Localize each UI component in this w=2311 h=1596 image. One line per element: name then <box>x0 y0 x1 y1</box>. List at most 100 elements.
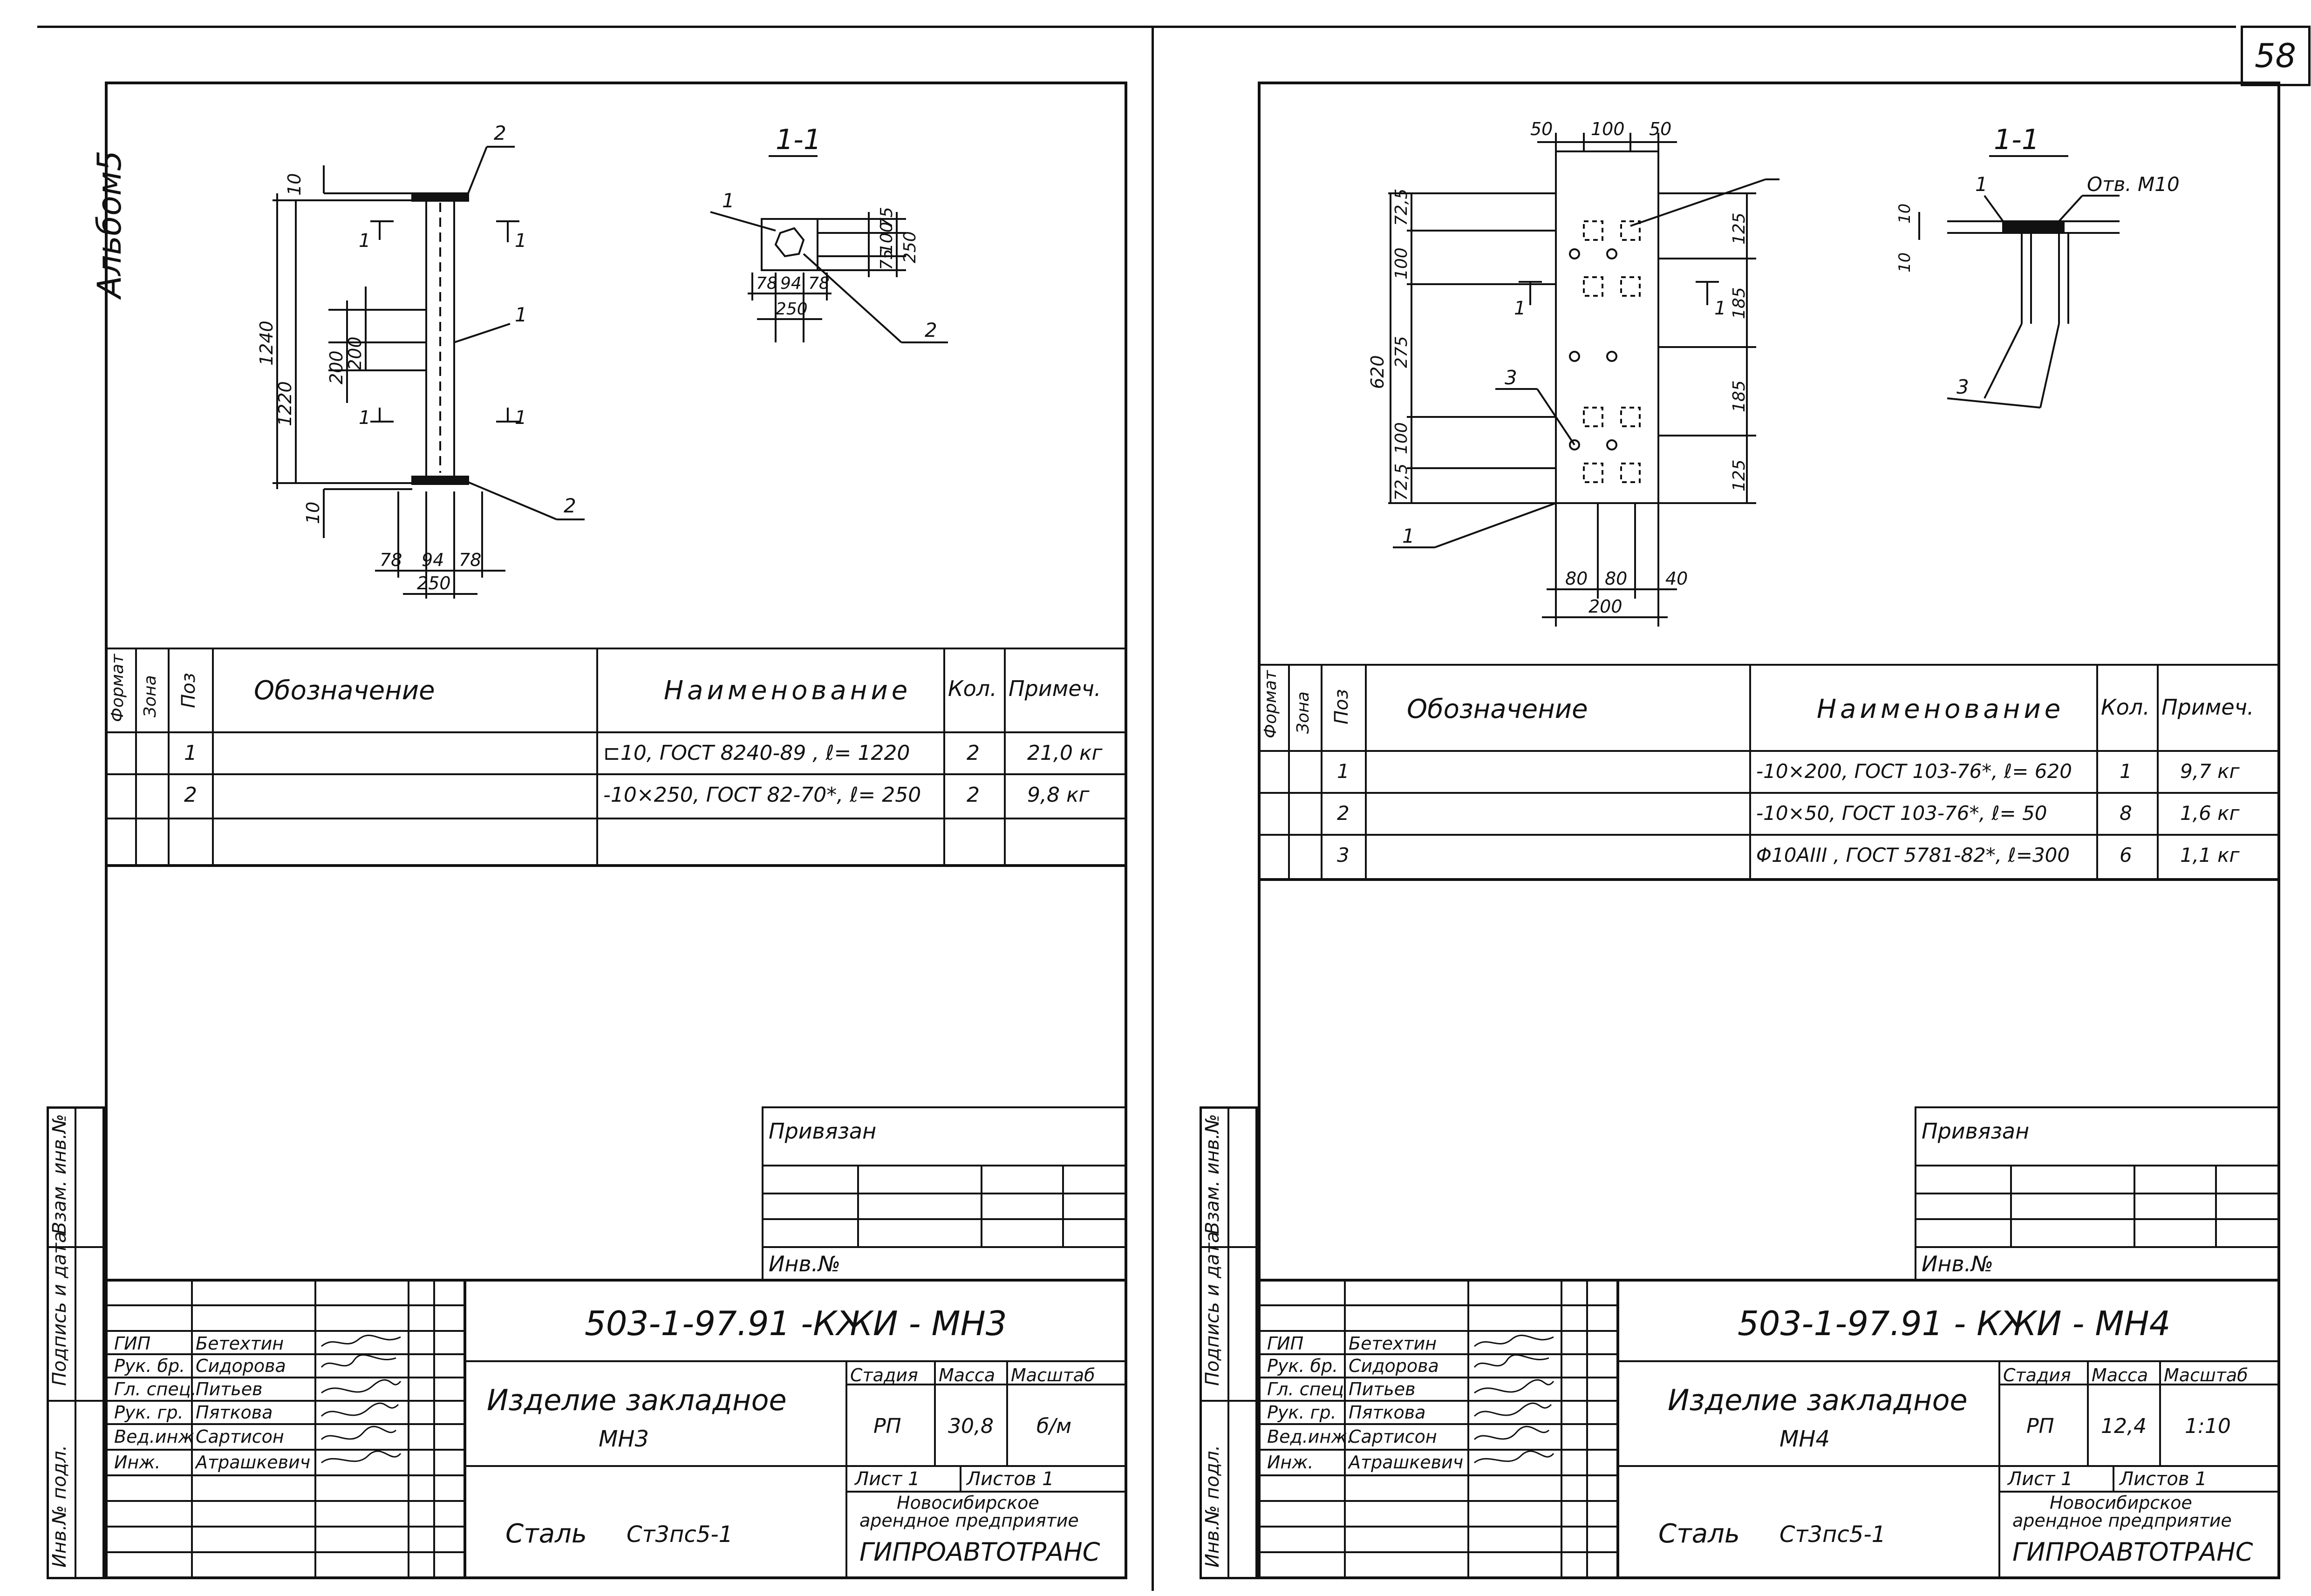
svg-text:80: 80 <box>1565 568 1588 589</box>
svg-text:1220: 1220 <box>275 381 295 426</box>
material-label: Сталь <box>505 1519 587 1549</box>
svg-text:72,5: 72,5 <box>1392 464 1411 501</box>
left-section-label: 1-1 <box>776 123 821 156</box>
svg-text:94: 94 <box>780 274 802 293</box>
svg-text:200: 200 <box>345 336 365 370</box>
page-number-box <box>2241 26 2311 86</box>
svg-text:185: 185 <box>1730 287 1749 319</box>
left-privyazan-block: Привязан Инв.№ <box>762 1106 1127 1279</box>
svg-text:1: 1 <box>1714 298 1726 319</box>
svg-text:94: 94 <box>422 550 444 570</box>
svg-text:1240: 1240 <box>256 321 277 366</box>
left-callout-2s: 2 <box>925 319 937 341</box>
side-invp: Инв.№ подл. <box>49 1445 70 1568</box>
material-grade: Ст3пс5-1 <box>627 1521 733 1548</box>
doc-code: 503-1-97.91 -КЖИ - МН3 <box>585 1304 1007 1343</box>
col-pos: Поз <box>178 673 199 708</box>
product-mark: МН4 <box>1779 1426 1830 1452</box>
product-name: Изделие закладное <box>487 1383 787 1417</box>
table-row: 2 <box>184 783 197 807</box>
svg-text:78: 78 <box>380 550 402 570</box>
signatures <box>1473 1334 1554 1464</box>
svg-text:72,5: 72,5 <box>1392 189 1411 226</box>
left-drawing: 1 2 1-1 2 1 2 1 1 1 1 10 1240 1220 200 2… <box>256 122 948 599</box>
col-qty: Кол. <box>948 676 997 701</box>
left-spec-table: Формат Зона Поз Обозначение Наименование… <box>105 648 1127 869</box>
svg-text:100: 100 <box>1392 422 1411 454</box>
right-spec-table: Формат Зона Поз Обозначение Наименование… <box>1258 664 2280 883</box>
col-designation: Обозначение <box>254 675 435 706</box>
svg-text:10: 10 <box>1895 204 1914 224</box>
base-plate-top <box>411 192 469 202</box>
svg-text:200: 200 <box>326 350 347 384</box>
svg-text:100: 100 <box>1392 247 1411 280</box>
signatures <box>320 1334 402 1464</box>
svg-text:185: 185 <box>1730 380 1749 412</box>
right-section-label: 1-1 <box>1994 123 2039 156</box>
org-name: ГИПРОАВТОТРАНС <box>859 1537 1100 1567</box>
col-name: Наименование <box>664 675 912 706</box>
svg-text:10: 10 <box>303 502 323 524</box>
embed-plate <box>1555 150 1659 504</box>
svg-text:75: 75 <box>877 249 896 270</box>
right-drawing: 50 100 50 620 72,5 100 275 100 72,5 125 … <box>1367 119 2180 627</box>
inv-label: Инв.№ <box>769 1251 841 1276</box>
table-row: 3 <box>1337 844 1350 866</box>
sheet-divider-line <box>1152 26 1154 1591</box>
svg-text:50: 50 <box>1530 119 1553 139</box>
svg-text:1: 1 <box>1514 298 1526 319</box>
svg-text:125: 125 <box>1730 212 1749 245</box>
svg-text:78: 78 <box>808 274 830 293</box>
svg-text:75: 75 <box>877 207 896 228</box>
left-callout-1s: 1 <box>722 189 735 212</box>
right-sheet-frame <box>1258 82 2280 1579</box>
org-name: ГИПРОАВТОТРАНС <box>2012 1537 2253 1567</box>
svg-text:3: 3 <box>1957 375 1969 398</box>
svg-text:2: 2 <box>564 494 576 517</box>
svg-text:620: 620 <box>1367 355 1388 389</box>
svg-text:1: 1 <box>515 303 527 326</box>
side-podp: Подпись и дата <box>49 1231 70 1386</box>
svg-text:250: 250 <box>900 231 920 263</box>
table-row: 2 <box>1337 802 1350 825</box>
col-format: Формат <box>108 654 127 722</box>
svg-text:100: 100 <box>1591 119 1625 139</box>
svg-text:1: 1 <box>1402 525 1415 547</box>
svg-text:10: 10 <box>284 173 305 196</box>
svg-text:10: 10 <box>1895 252 1914 273</box>
left-sheet-frame <box>105 82 1127 1579</box>
right-privyazan-block: Привязан Инв.№ <box>1915 1106 2280 1279</box>
svg-text:3: 3 <box>1505 366 1517 389</box>
svg-text:125: 125 <box>1730 459 1749 491</box>
svg-text:1: 1 <box>359 230 370 252</box>
section-plate <box>761 218 818 271</box>
svg-text:78: 78 <box>459 550 481 570</box>
base-plate-bottom <box>411 476 469 485</box>
svg-text:80: 80 <box>1605 568 1627 589</box>
page-number: 58 <box>2255 37 2297 75</box>
svg-text:1: 1 <box>515 230 526 252</box>
hole-label: Отв. М10 <box>2087 173 2180 196</box>
product-name: Изделие закладное <box>1668 1383 1968 1417</box>
svg-text:50: 50 <box>1649 119 1671 139</box>
svg-text:2: 2 <box>494 122 506 144</box>
svg-text:200: 200 <box>1588 596 1622 617</box>
col-zone: Зона <box>141 675 160 717</box>
right-title-block: 503-1-97.91 - КЖИ - МН4 ГИП Рук. бр. Гл.… <box>1258 1279 2280 1579</box>
svg-text:100: 100 <box>877 222 896 254</box>
left-side-stamp: Взам. инв.№ Подпись и дата Инв.№ подл. <box>47 1106 105 1579</box>
svg-text:40: 40 <box>1665 568 1688 589</box>
svg-text:78: 78 <box>756 274 777 293</box>
left-title-block: 503-1-97.91 -КЖИ - МН3 ГИП Рук. бр. Гл. … <box>105 1279 1127 1579</box>
table-row: 1 <box>184 741 197 765</box>
doc-code: 503-1-97.91 - КЖИ - МН4 <box>1738 1304 2171 1343</box>
table-row: 1 <box>1337 760 1350 783</box>
svg-text:1: 1 <box>359 407 370 429</box>
svg-text:250: 250 <box>417 573 451 593</box>
top-border-line <box>37 26 2236 28</box>
svg-text:1: 1 <box>1975 173 1988 196</box>
svg-text:275: 275 <box>1392 336 1411 368</box>
side-vzam: Взам. инв.№ <box>49 1114 70 1235</box>
right-side-stamp: Взам. инв.№ Подпись и дата Инв.№ подл. <box>1200 1106 1258 1579</box>
svg-text:250: 250 <box>776 300 808 319</box>
